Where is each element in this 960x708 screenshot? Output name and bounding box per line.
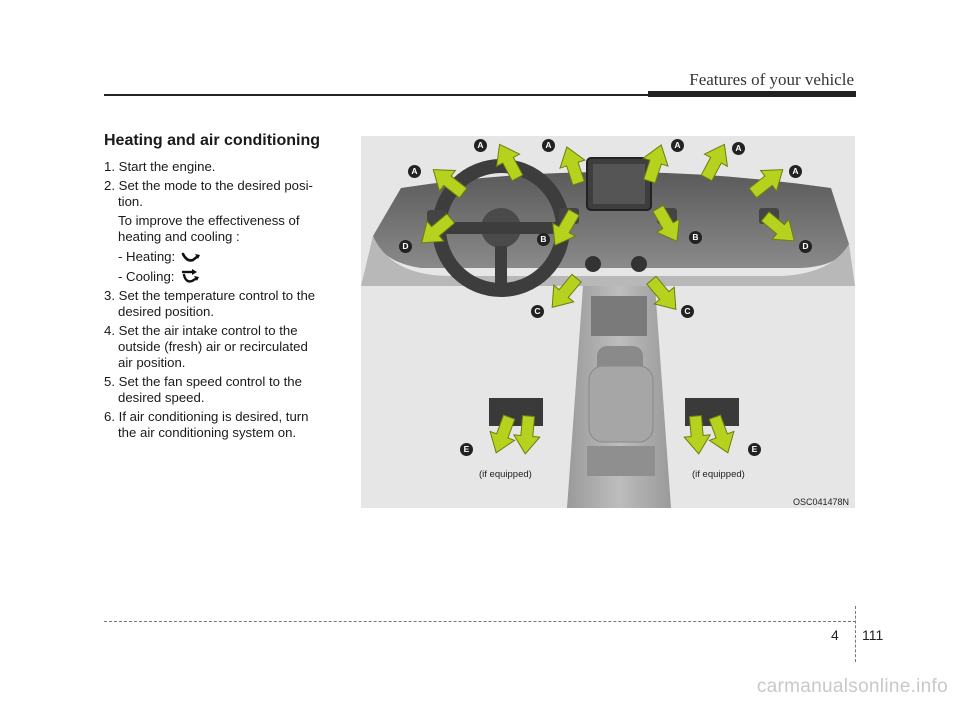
- step-3: 3. Set the temperature control to the de…: [104, 288, 350, 320]
- badge-e-1: E: [460, 443, 473, 456]
- header-rule-thick: [648, 91, 856, 97]
- step-5-line2: desired speed.: [118, 390, 205, 405]
- page-number: 111: [862, 627, 884, 643]
- badge-a-5: A: [732, 142, 745, 155]
- heating-row: - Heating:: [104, 248, 350, 266]
- dashboard-airflow-figure: A A A A A A B B C C D D E E (if equipped…: [361, 136, 855, 508]
- if-equipped-right-label: (if equipped): [692, 469, 745, 480]
- step-2-line1: 2. Set the mode to the desired posi-: [104, 178, 313, 193]
- step-4-line3: air position.: [118, 355, 186, 370]
- cooling-label: - Cooling:: [118, 269, 175, 284]
- badge-d-1: D: [399, 240, 412, 253]
- header-rule: [104, 94, 648, 96]
- content-column: Heating and air conditioning 1. Start th…: [104, 132, 350, 444]
- badge-b-1: B: [537, 233, 550, 246]
- step-6: 6. If air conditioning is desired, turn …: [104, 409, 350, 441]
- dashboard-illustration: [361, 137, 855, 508]
- badge-a-1: A: [408, 165, 421, 178]
- badge-a-3: A: [542, 139, 555, 152]
- step-5-line1: 5. Set the fan speed control to the: [104, 374, 302, 389]
- step-4-line2: outside (fresh) air or recirculated: [118, 339, 308, 354]
- heating-label: - Heating:: [118, 249, 176, 264]
- footer-vertical-rule: [855, 606, 856, 662]
- section-title: Heating and air conditioning: [104, 132, 320, 149]
- step-4-line1: 4. Set the air intake control to the: [104, 323, 298, 338]
- cooling-row: - Cooling:: [104, 268, 350, 286]
- badge-e-2: E: [748, 443, 761, 456]
- mode-note-line2: heating and cooling :: [118, 229, 240, 244]
- mode-note-line1: To improve the effectiveness of: [118, 213, 300, 228]
- step-5: 5. Set the fan speed control to the desi…: [104, 374, 350, 406]
- step-3-line1: 3. Set the temperature control to the: [104, 288, 316, 303]
- badge-c-2: C: [681, 305, 694, 318]
- step-2: 2. Set the mode to the desired posi- tio…: [104, 178, 350, 210]
- step-1: 1. Start the engine.: [104, 159, 216, 174]
- badge-b-2: B: [689, 231, 702, 244]
- step-3-line2: desired position.: [118, 304, 215, 319]
- mode-note: To improve the effectiveness of heating …: [104, 213, 350, 245]
- page-header-title: Features of your vehicle: [689, 70, 854, 89]
- chapter-number: 4: [831, 627, 839, 643]
- badge-c-1: C: [531, 305, 544, 318]
- badge-d-2: D: [799, 240, 812, 253]
- floor-mode-icon: [181, 252, 201, 262]
- step-4: 4. Set the air intake control to the out…: [104, 323, 350, 371]
- step-2-line2: tion.: [118, 194, 143, 209]
- face-floor-mode-icon: [182, 269, 200, 283]
- badge-a-6: A: [789, 165, 802, 178]
- badge-a-4: A: [671, 139, 684, 152]
- figure-code: OSC041478N: [792, 497, 849, 507]
- step-6-line2: the air conditioning system on.: [118, 425, 297, 440]
- watermark: carmanualsonline.info: [756, 676, 948, 697]
- if-equipped-left-label: (if equipped): [479, 469, 532, 480]
- footer-rule: [104, 621, 856, 622]
- badge-a-2: A: [474, 139, 487, 152]
- step-6-line1: 6. If air conditioning is desired, turn: [104, 409, 309, 424]
